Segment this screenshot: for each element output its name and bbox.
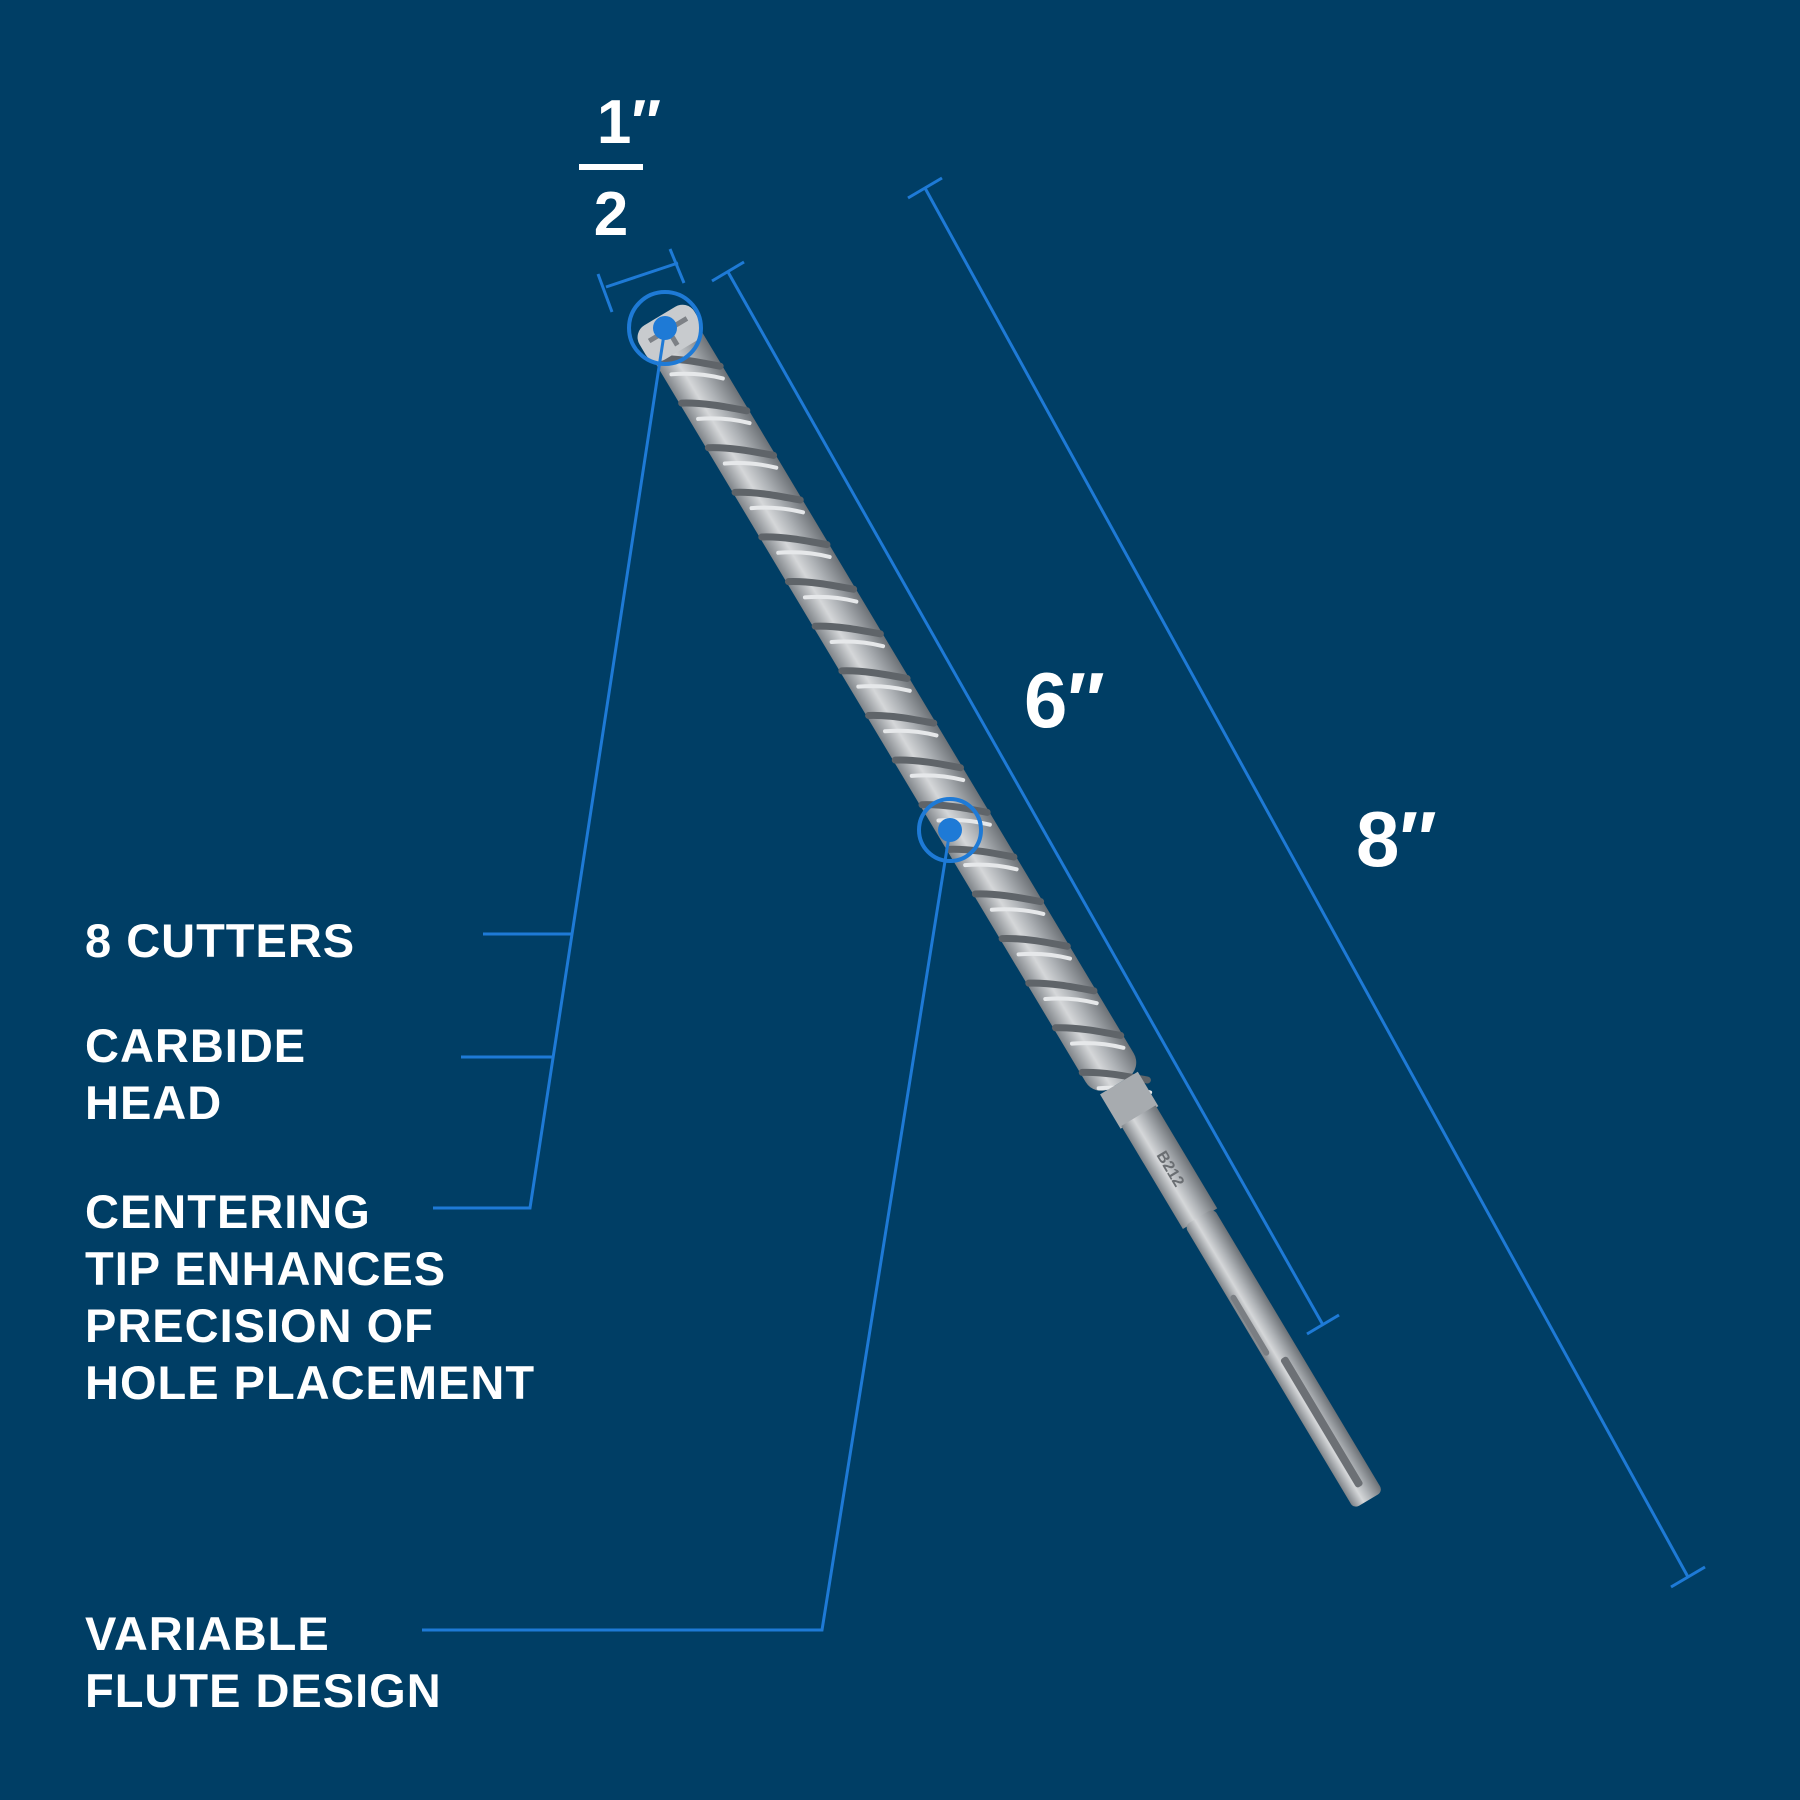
bit-flute-groove <box>891 756 964 772</box>
bit-flute-groove <box>945 845 1018 861</box>
feature-carbide-head: CARBIDE HEAD <box>85 1017 306 1131</box>
bit-flute-groove <box>1052 1024 1125 1039</box>
bit-flute-groove <box>865 711 938 727</box>
feature-centering-line-1: CENTERING <box>85 1185 371 1238</box>
feature-carbide-line-2: HEAD <box>85 1076 223 1129</box>
bit-shank-upper <box>1121 1105 1218 1229</box>
feature-cutters-line-1: 8 CUTTERS <box>85 914 356 967</box>
diameter-dimension-line <box>596 248 686 313</box>
bit-flute-groove <box>678 399 751 415</box>
bit-flute-highlight <box>696 416 752 426</box>
feature-cutters: 8 CUTTERS <box>85 912 355 969</box>
bit-flute-groove <box>811 622 884 638</box>
bit-flute-highlight <box>856 684 912 693</box>
bit-shank-groove-2 <box>1230 1294 1270 1356</box>
bit-flute-groove <box>971 890 1045 906</box>
flute-leader <box>422 829 952 1632</box>
tip-leader <box>433 327 667 1210</box>
bit-flute-highlight <box>749 505 805 515</box>
feature-centering-line-3: PRECISION OF <box>85 1299 434 1352</box>
bit-flute-groove <box>918 801 991 816</box>
bit-flute-highlight <box>669 371 725 381</box>
bit-flutes <box>651 354 1153 1095</box>
overall-length-dimension-line <box>907 176 1706 1589</box>
feature-variable-flute: VARIABLE FLUTE DESIGN <box>85 1605 442 1719</box>
bit-flute-highlight <box>829 639 886 649</box>
drill-bit: B212 <box>637 304 1381 1507</box>
feature-flute-line-2: FLUTE DESIGN <box>85 1664 442 1717</box>
feature-flute-line-1: VARIABLE <box>85 1607 330 1660</box>
feature-centering-line-2: TIP ENHANCES <box>85 1242 447 1295</box>
bit-flute-highlight <box>909 773 966 783</box>
callout-leader-lines <box>422 327 952 1632</box>
diameter-denominator: 2 <box>593 180 629 249</box>
bit-flute-groove <box>704 444 778 459</box>
bit-flute-highlight <box>936 818 992 827</box>
diameter-numerator: 1″ <box>596 88 662 157</box>
working-length-dimension-line <box>711 260 1340 1336</box>
bit-flute-groove <box>731 488 804 504</box>
overall-length-label: 8″ <box>1356 795 1437 883</box>
diameter-label: 1″ 2 <box>571 92 661 249</box>
flute-callout-marker <box>917 797 983 863</box>
feature-centering-line-4: HOLE PLACEMENT <box>85 1356 536 1409</box>
bit-flute-highlight <box>1043 996 1099 1006</box>
bit-flute-groove <box>1025 979 1098 995</box>
feature-carbide-line-1: CARBIDE <box>85 1019 307 1072</box>
bit-flute-highlight <box>1069 1041 1126 1050</box>
fraction-bar <box>579 164 643 170</box>
bit-flute-groove <box>758 533 831 549</box>
bit-flute-groove <box>838 667 911 682</box>
bit-flute-highlight <box>989 907 1046 916</box>
tip-callout-marker <box>627 290 703 366</box>
working-length-label: 6″ <box>1024 656 1105 744</box>
bit-flute-groove <box>998 935 1071 950</box>
bit-flute-highlight <box>776 550 832 559</box>
bit-flute-highlight <box>963 862 1019 872</box>
bit-flute-highlight <box>802 594 859 604</box>
feature-centering-tip: CENTERING TIP ENHANCES PRECISION OF HOLE… <box>85 1183 535 1411</box>
bit-flute-highlight <box>722 461 779 470</box>
bit-flute-groove <box>784 578 858 593</box>
bit-flute-highlight <box>883 728 939 738</box>
bit-shank-groove-1 <box>1280 1356 1363 1488</box>
bit-flute-highlight <box>1016 951 1073 961</box>
